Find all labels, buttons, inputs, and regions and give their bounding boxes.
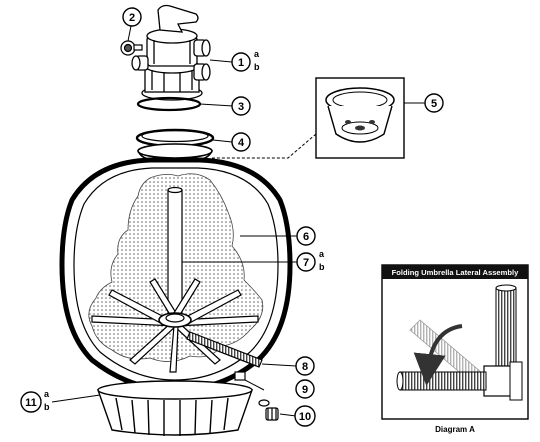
callout-9: 9 <box>295 379 315 399</box>
diffuser-detail-box <box>315 77 405 159</box>
tank-base <box>97 380 253 436</box>
callout-6-label: 6 <box>303 231 309 243</box>
drain-pipe <box>186 331 263 368</box>
callout-7-label: 7 <box>303 257 309 269</box>
callout-7-sub-b: b <box>319 262 325 272</box>
callout-1-sub-a: a <box>254 49 260 59</box>
callout-7: 7 a b <box>296 249 325 272</box>
callout-1-label: 1 <box>238 57 244 69</box>
callout-11-label: 11 <box>25 397 37 409</box>
inset-caption: Diagram A <box>435 425 475 434</box>
callout-3-label: 3 <box>238 101 244 113</box>
callout-9-label: 9 <box>302 384 308 396</box>
callout-2: 2 <box>122 7 142 27</box>
multiport-valve <box>131 4 211 101</box>
pressure-gauge <box>120 40 143 56</box>
callout-4: 4 <box>231 132 251 152</box>
callout-11-sub-b: b <box>44 402 50 412</box>
callout-5-label: 5 <box>431 98 437 110</box>
callout-1: 1 a b <box>231 49 260 72</box>
callout-10-label: 10 <box>299 411 311 423</box>
drain-plug <box>234 371 279 421</box>
callout-2-label: 2 <box>129 12 135 24</box>
callout-1-sub-b: b <box>254 62 260 72</box>
callout-8-label: 8 <box>302 361 308 373</box>
inset-diagram-a: Folding Umbrella Lateral Assembly Diagra… <box>381 264 529 434</box>
callout-3: 3 <box>231 96 251 116</box>
callout-5: 5 <box>424 93 444 113</box>
callout-6: 6 <box>296 226 316 246</box>
detail-dashed-leader <box>212 133 317 159</box>
leader-lines <box>51 25 425 417</box>
callout-4-label: 4 <box>238 137 245 149</box>
callout-7-sub-a: a <box>319 249 325 259</box>
callout-10: 10 <box>294 405 316 427</box>
callout-11: 11 a b <box>20 389 50 413</box>
callout-8: 8 <box>295 356 315 376</box>
callout-11-sub-a: a <box>44 389 50 399</box>
inset-title: Folding Umbrella Lateral Assembly <box>392 268 520 277</box>
